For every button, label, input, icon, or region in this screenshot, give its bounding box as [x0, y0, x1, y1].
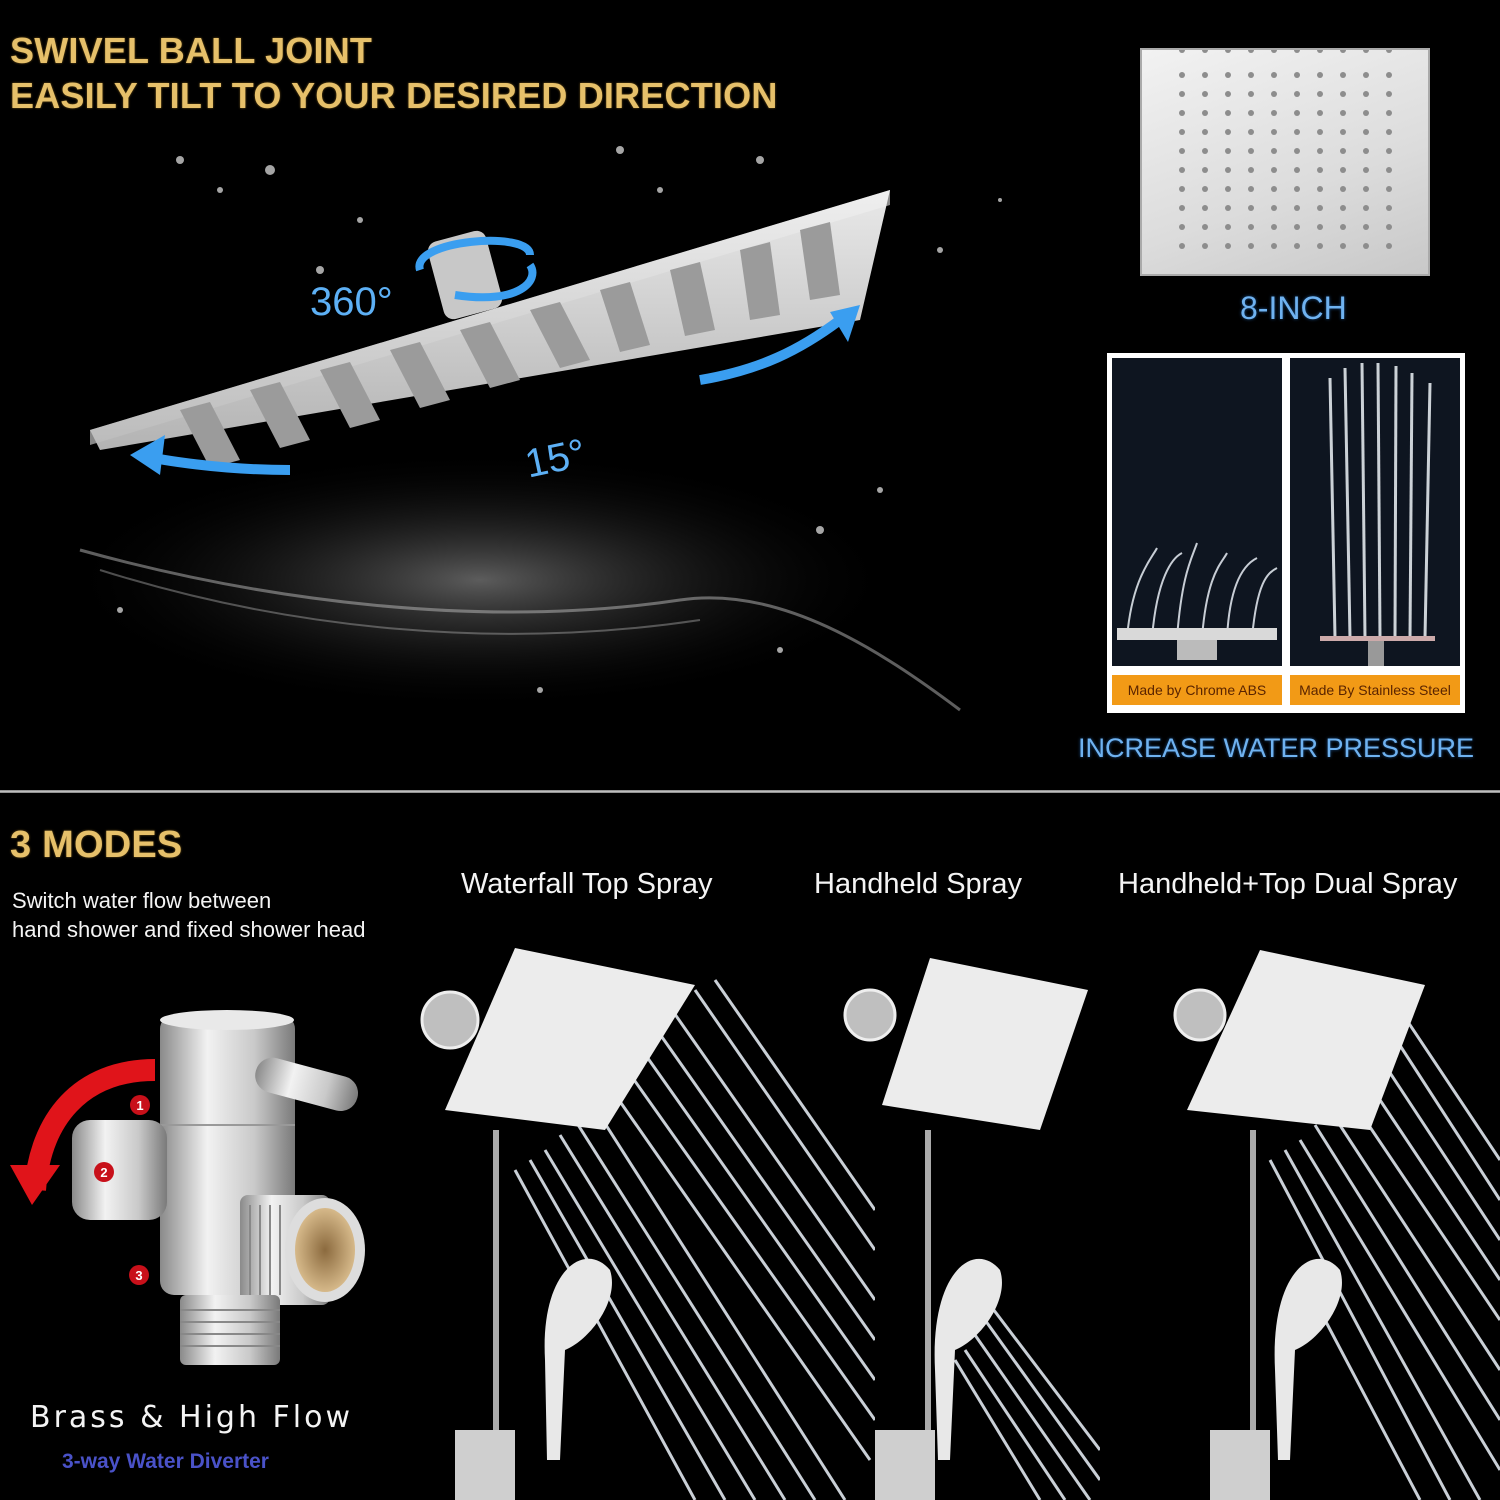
- size-label: 8-INCH: [1240, 290, 1347, 326]
- dual-spray-illustration: [1160, 940, 1500, 1500]
- waterfall-top-spray-illustration: [415, 940, 877, 1500]
- handheld-spray-illustration: [830, 940, 1102, 1500]
- modes-description: Switch water flow between hand shower an…: [12, 886, 365, 944]
- square-shower-head-8-inch: [1140, 47, 1430, 276]
- position-2-badge: 2: [100, 1165, 107, 1180]
- tilted-shower-head-illustration: 360° 15°: [60, 130, 1040, 750]
- mode-label-dual: Handheld+Top Dual Spray: [1118, 868, 1458, 900]
- rotation-360-label: 360°: [310, 280, 393, 324]
- diverter-title: Brass & High Flow: [30, 1400, 353, 1435]
- position-1-badge: 1: [136, 1098, 143, 1113]
- stainless-steel-tag: Made By Stainless Steel: [1290, 675, 1460, 705]
- modes-description-line2: hand shower and fixed shower head: [12, 917, 366, 942]
- section-divider: [0, 790, 1500, 793]
- stainless-steel-spray-photo: [1290, 358, 1460, 666]
- swivel-title-line1: SWIVEL BALL JOINT: [10, 30, 373, 71]
- position-3-badge: 3: [135, 1268, 142, 1283]
- diverter-subtitle: 3-way Water Diverter: [62, 1450, 269, 1473]
- swivel-title-line2: EASILY TILT TO YOUR DESIRED DIRECTION: [10, 75, 778, 116]
- shower-head-splash-image: 360° 15°: [60, 146, 1002, 712]
- chrome-abs-tag: Made by Chrome ABS: [1112, 675, 1282, 705]
- mode-label-handheld: Handheld Spray: [814, 868, 1022, 900]
- nozzle-grid-icon: [1179, 47, 1392, 249]
- water-diverter-illustration: 1 2 3: [0, 1000, 410, 1380]
- modes-title: 3 MODES: [10, 824, 183, 866]
- chrome-abs-spray-photo: [1112, 358, 1282, 666]
- increase-pressure-caption: INCREASE WATER PRESSURE: [1078, 733, 1475, 763]
- pressure-comparison-panel: Made by Chrome ABS Made By Stainless Ste…: [1107, 353, 1465, 713]
- mode-label-waterfall: Waterfall Top Spray: [461, 868, 713, 900]
- swivel-headline: SWIVEL BALL JOINT EASILY TILT TO YOUR DE…: [10, 28, 778, 118]
- modes-description-line1: Switch water flow between: [12, 888, 272, 913]
